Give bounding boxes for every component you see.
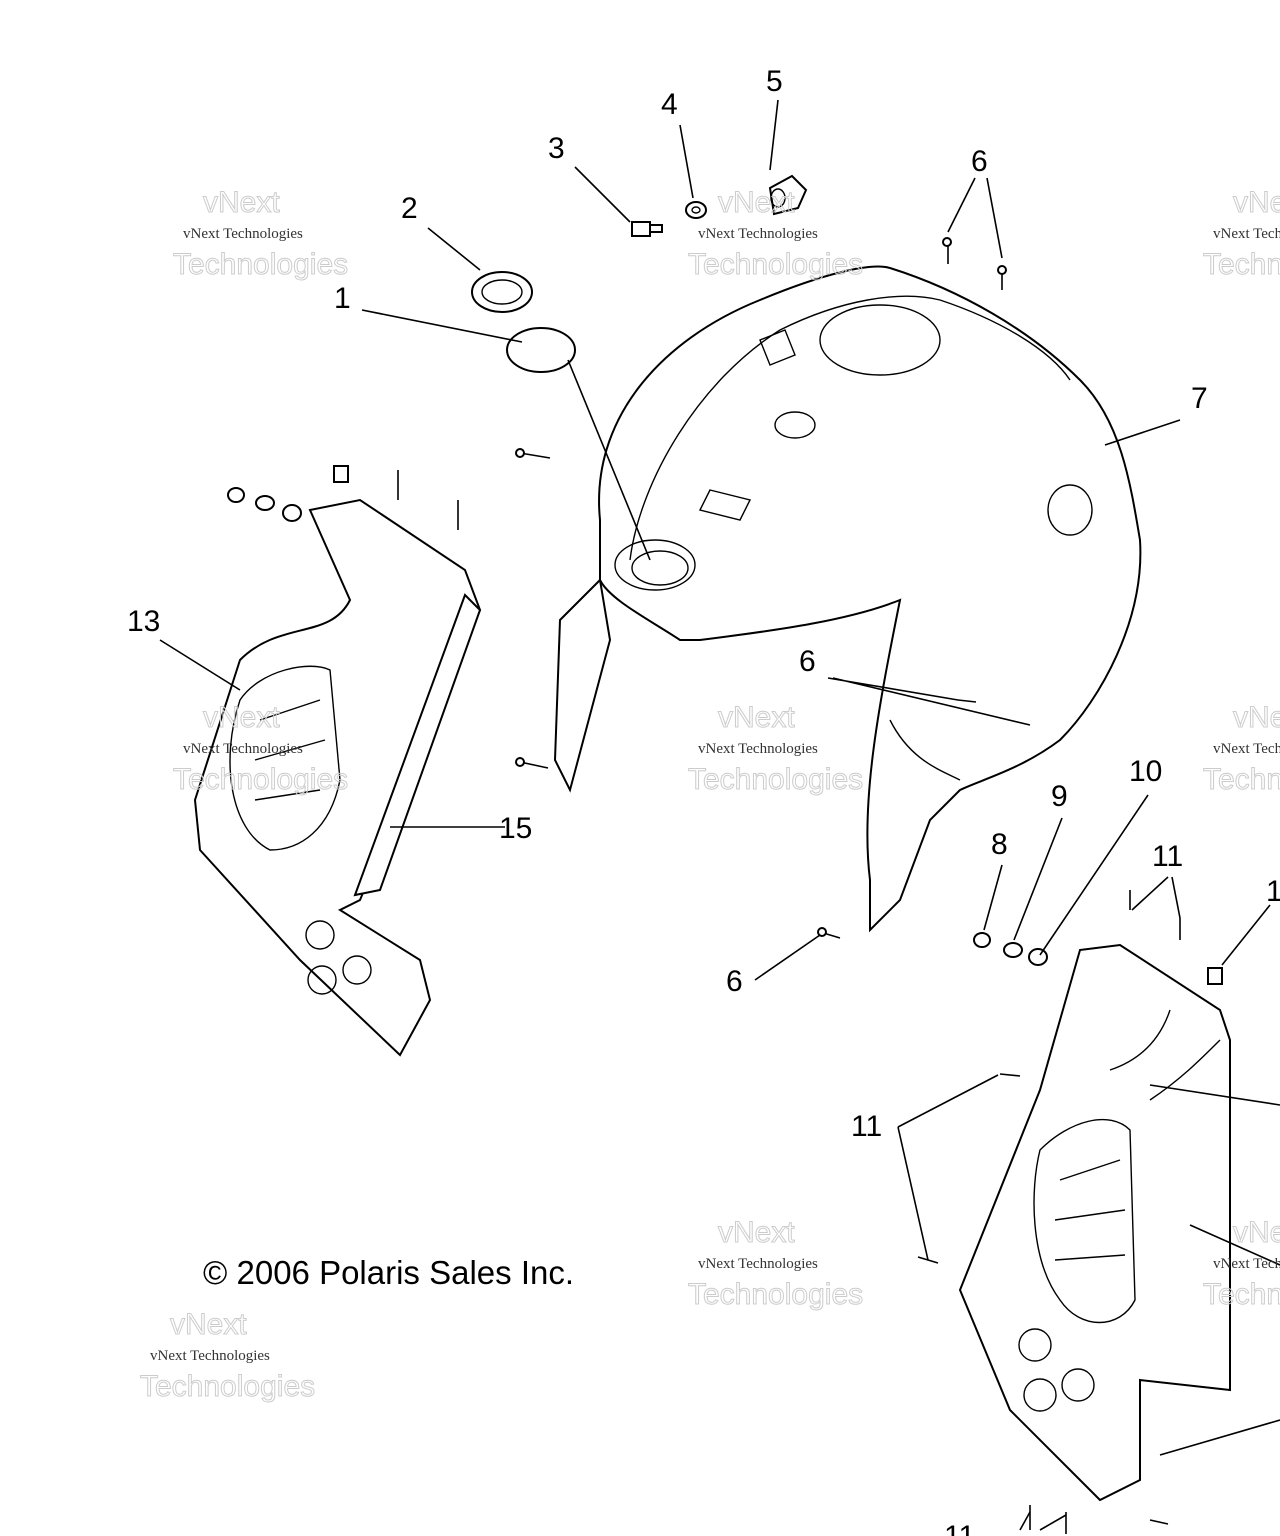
part-right-side-panel [958, 943, 1231, 1502]
part-oring [506, 327, 576, 373]
watermark-text: vNext [1233, 186, 1280, 219]
watermark-text: vNext Technologies [150, 1348, 270, 1364]
callout-7: 7 [1191, 382, 1208, 415]
watermark-text: vNext Technologies [183, 226, 303, 242]
watermark-text: vNext [203, 701, 280, 734]
part-ignition-switch [768, 174, 808, 216]
watermark-text: vNext Technologies [1213, 1256, 1280, 1272]
watermark-text: Technologies [688, 1278, 863, 1311]
copyright-text: © 2006 Polaris Sales Inc. [203, 1254, 574, 1291]
callout-6: 6 [726, 965, 743, 998]
watermark-text: vNext [718, 701, 795, 734]
callout-11-partial: 11 [944, 1520, 975, 1536]
watermark-text: vNext [718, 1216, 795, 1249]
watermark-text: Technologies [688, 248, 863, 281]
watermark-text: vNext Technologies [1213, 226, 1280, 242]
callout-11: 11 [1152, 840, 1183, 873]
callout-8: 8 [991, 828, 1008, 861]
watermark-text: Technologies [140, 1370, 315, 1403]
watermark-text: Technologies [688, 763, 863, 796]
watermark-text: Technologies [1203, 248, 1280, 281]
callout-3: 3 [548, 132, 565, 165]
part-left-side-panel [193, 498, 482, 1057]
callout-6: 6 [799, 645, 816, 678]
callout-11: 11 [851, 1110, 882, 1143]
callout-12-partial: 1 [1266, 875, 1280, 908]
watermark-text: vNext Technologies [183, 741, 303, 757]
part-washers [227, 465, 1223, 985]
callout-6: 6 [971, 145, 988, 178]
watermark-text: vNext Technologies [698, 741, 818, 757]
part-screws [397, 237, 1181, 1534]
callout-5: 5 [766, 65, 783, 98]
part-console-hood [553, 265, 1142, 933]
part-nut [685, 201, 707, 219]
callout-15: 15 [499, 812, 532, 845]
leader-lines [159, 99, 1280, 1531]
watermark-text: vNext [1233, 701, 1280, 734]
callout-2: 2 [401, 192, 418, 225]
watermark-text: vNext Technologies [1213, 741, 1280, 757]
callout-10: 10 [1129, 755, 1162, 788]
watermark-text: Technologies [173, 248, 348, 281]
callout-4: 4 [661, 88, 678, 121]
callout-13: 13 [127, 605, 160, 638]
watermark-text: vNext Technologies [698, 226, 818, 242]
watermark-text: vNext [718, 186, 795, 219]
watermark-text: vNext Technologies [698, 1256, 818, 1272]
watermark-text: vNext [1233, 1216, 1280, 1249]
watermark-text: vNext [170, 1308, 247, 1341]
watermark-text: Technologies [173, 763, 348, 796]
callout-1: 1 [334, 282, 351, 315]
callout-labels: 1 2 3 4 5 6 7 6 10 9 8 11 1 6 13 15 11 1… [127, 65, 1280, 1536]
part-key [631, 221, 663, 237]
watermark-text: Technologies [1203, 1278, 1280, 1311]
watermark-text: Technologies [1203, 763, 1280, 796]
callout-9: 9 [1051, 780, 1068, 813]
watermark-text: vNext [203, 186, 280, 219]
part-cap-seal [471, 271, 533, 313]
